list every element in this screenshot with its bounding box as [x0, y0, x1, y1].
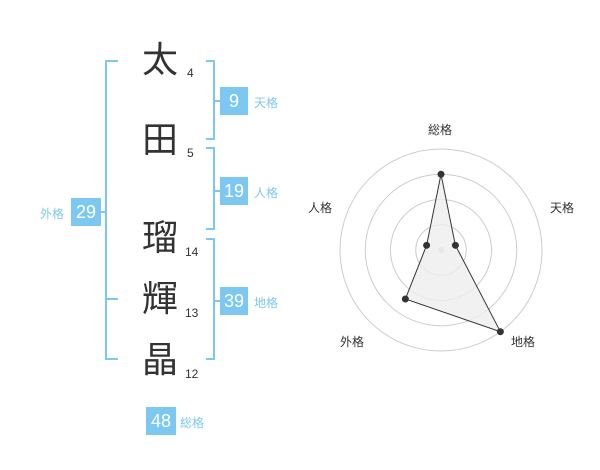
name-char-1: 太	[141, 40, 178, 81]
jinkaku-bracket	[206, 147, 215, 230]
radar-point-2	[451, 241, 459, 249]
radar-point-4	[401, 295, 409, 303]
radar-axis-label-chikaku: 地格	[511, 335, 536, 349]
stroke-count-4: 13	[185, 306, 199, 320]
stroke-count-1: 4	[187, 66, 194, 80]
stroke-count-3: 14	[185, 245, 199, 259]
gaikaku-value: 29	[71, 198, 101, 226]
stroke-count-5: 12	[185, 367, 199, 381]
radar-axis-label-jinkaku: 人格	[308, 201, 333, 215]
soukaku-label: 総格	[180, 416, 205, 430]
tenkaku-value: 9	[220, 87, 248, 115]
name-char-4: 輝	[141, 279, 178, 320]
radar-point-3	[496, 328, 504, 336]
radar-axis-label-tenkaku: 天格	[550, 201, 575, 215]
radar-series-polygon	[404, 174, 502, 333]
gaikaku-label: 外格	[40, 207, 65, 221]
radar-point-1	[437, 170, 445, 178]
chikaku-bracket	[206, 238, 215, 360]
jinkaku-label: 人格	[254, 186, 279, 200]
gaikaku-bracket	[105, 60, 118, 360]
jinkaku-value: 19	[220, 177, 248, 205]
chikaku-value: 39	[220, 287, 248, 315]
name-char-2: 田	[141, 120, 178, 161]
tenkaku-label: 天格	[254, 96, 279, 110]
chikaku-label: 地格	[254, 296, 279, 310]
radar-axis-label-soukaku: 総格	[428, 123, 453, 137]
radar-axis-label-gaikaku: 外格	[340, 335, 365, 349]
name-char-5: 晶	[141, 340, 178, 381]
radar-ring-4	[339, 148, 543, 352]
stroke-count-2: 5	[187, 146, 194, 160]
name-char-3: 瑠	[141, 218, 178, 259]
soukaku-value: 48	[146, 407, 176, 435]
radar-point-5	[423, 241, 431, 249]
